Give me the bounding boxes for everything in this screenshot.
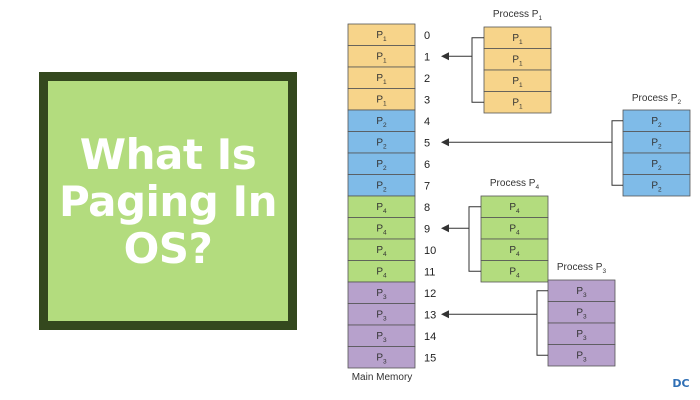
frame-number: 15 bbox=[424, 353, 436, 365]
page-label: P4 bbox=[509, 202, 520, 215]
memory-frame-label: P1 bbox=[376, 52, 387, 65]
page-label: P3 bbox=[576, 351, 587, 364]
memory-frame-label: P1 bbox=[376, 95, 387, 108]
memory-frame-label: P3 bbox=[376, 331, 387, 344]
page-label: P3 bbox=[576, 308, 587, 321]
frame-number: 7 bbox=[424, 181, 430, 193]
memory-frame-label: P3 bbox=[376, 353, 387, 366]
memory-frame-label: P3 bbox=[376, 288, 387, 301]
frame-number: 3 bbox=[424, 95, 430, 107]
page-label: P1 bbox=[512, 98, 523, 111]
frame-number: 10 bbox=[424, 245, 436, 257]
frame-number: 13 bbox=[424, 310, 436, 322]
frame-number: 8 bbox=[424, 202, 430, 214]
frame-number: 5 bbox=[424, 138, 430, 150]
memory-frame-label: P1 bbox=[376, 30, 387, 43]
memory-frame-label: P2 bbox=[376, 181, 387, 194]
memory-frame-label: P1 bbox=[376, 73, 387, 86]
frame-number: 2 bbox=[424, 73, 430, 85]
frame-number: 9 bbox=[424, 224, 430, 236]
frame-number: 6 bbox=[424, 159, 430, 171]
memory-frame-label: P2 bbox=[376, 116, 387, 129]
bracket-line bbox=[471, 37, 484, 103]
arrow-head bbox=[441, 224, 449, 233]
frame-number: 12 bbox=[424, 288, 436, 300]
frame-number: 11 bbox=[424, 267, 435, 279]
frame-number: 14 bbox=[424, 331, 436, 343]
arrow-head bbox=[441, 138, 449, 147]
page-label: P3 bbox=[576, 286, 587, 299]
page-label: P4 bbox=[509, 224, 520, 237]
memory-frame-label: P3 bbox=[376, 310, 387, 323]
logo: DC bbox=[672, 377, 690, 390]
page-title: What Is Paging In OS? bbox=[58, 129, 278, 273]
page-label: P2 bbox=[651, 116, 662, 129]
title-card: What Is Paging In OS? bbox=[39, 72, 297, 330]
process-title: Process P4 bbox=[490, 178, 540, 191]
page-label: P2 bbox=[651, 138, 662, 151]
memory-frame-label: P2 bbox=[376, 138, 387, 151]
process-title: Process P3 bbox=[557, 262, 607, 275]
page-label: P1 bbox=[512, 55, 523, 68]
frame-number: 1 bbox=[424, 52, 430, 64]
memory-frame-label: P4 bbox=[376, 202, 387, 215]
arrow-head bbox=[441, 52, 449, 61]
process-title: Process P1 bbox=[493, 9, 543, 22]
page-label: P4 bbox=[509, 267, 520, 280]
bracket-line bbox=[468, 206, 481, 272]
memory-frame-label: P2 bbox=[376, 159, 387, 172]
arrow-head bbox=[441, 310, 449, 319]
page-label: P2 bbox=[651, 181, 662, 194]
page-label: P4 bbox=[509, 245, 520, 258]
process-title: Process P2 bbox=[632, 93, 682, 106]
page-label: P1 bbox=[512, 76, 523, 89]
page-label: P2 bbox=[651, 159, 662, 172]
memory-frame-label: P4 bbox=[376, 245, 387, 258]
main-memory-label: Main Memory bbox=[352, 372, 413, 383]
memory-frame-label: P4 bbox=[376, 224, 387, 237]
bracket-line bbox=[536, 290, 548, 356]
bracket-line bbox=[611, 120, 623, 186]
page-label: P1 bbox=[512, 33, 523, 46]
memory-frame-15 bbox=[347, 346, 416, 369]
frame-number: 4 bbox=[424, 116, 430, 128]
page-label: P3 bbox=[576, 329, 587, 342]
memory-frame-label: P4 bbox=[376, 267, 387, 280]
frame-number: 0 bbox=[424, 30, 430, 42]
